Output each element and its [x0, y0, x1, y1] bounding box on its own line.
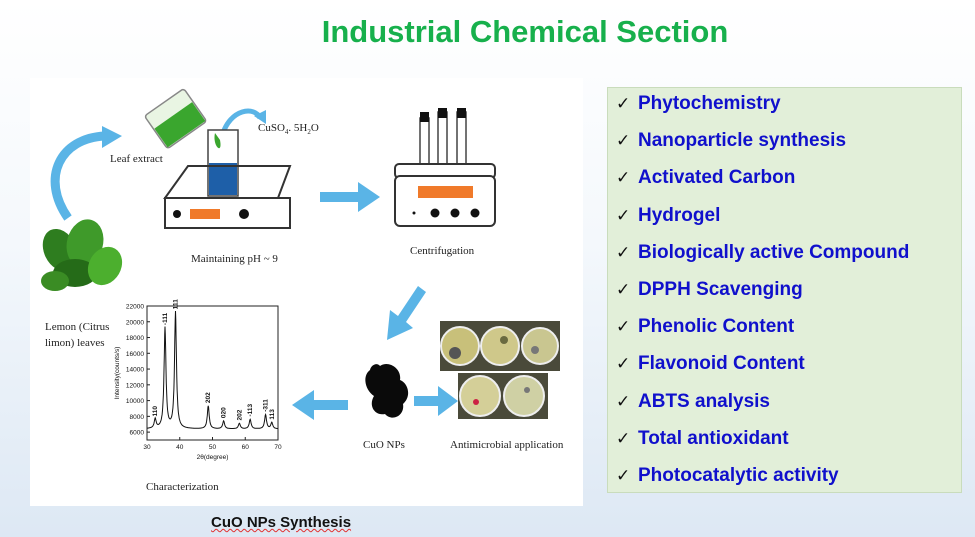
right-small-arrow-icon	[414, 386, 458, 416]
y-axis-label: Intensity(counts/s)	[114, 347, 121, 400]
list-item: ✓ Hydrogel	[616, 205, 961, 242]
leaf-extract-label: Leaf extract	[110, 153, 163, 165]
list-item-label: Activated Carbon	[638, 167, 796, 189]
x-tick-label: 50	[209, 444, 217, 451]
petri-dishes-icon	[440, 321, 560, 419]
list-item: ✓ DPPH Scavenging	[616, 279, 961, 316]
checkmark-icon: ✓	[616, 428, 631, 448]
synthesis-diagram: 6000 8000 10000 12000 14000 16000 18000 20000 22…	[30, 78, 583, 506]
down-left-arrow-icon	[387, 286, 426, 340]
y-tick-label: 12000	[126, 382, 144, 389]
diagram-canvas: 6000 8000 10000 12000 14000 16000 18000 20000 22…	[41, 88, 560, 461]
pouring-beaker-icon	[144, 88, 207, 149]
peak-label: 111	[172, 299, 179, 310]
list-item: ✓ Photocatalytic activity	[616, 465, 961, 502]
x-tick-label: 40	[176, 444, 184, 451]
x-tick-label: 60	[242, 444, 250, 451]
list-item-label: DPPH Scavenging	[638, 278, 803, 300]
y-tick-label: 18000	[126, 335, 144, 342]
y-tick-label: 20000	[126, 319, 144, 326]
leaves-label-line2: limon) leaves	[45, 337, 105, 349]
list-item-label: Flavonoid Content	[638, 353, 805, 375]
magnetic-stirrer-icon	[163, 129, 292, 229]
checkmark-icon: ✓	[616, 465, 631, 485]
reagent-label: CuSO4. 5H2O	[258, 122, 319, 137]
caption-text: CuO NPs Synthesis	[211, 514, 352, 531]
peak-label: 202	[205, 392, 212, 403]
xrd-spectrum-line	[146, 310, 278, 430]
x-tick-label: 30	[143, 444, 151, 451]
list-item-label: Biologically active Compound	[638, 241, 910, 263]
list-item-label: Total antioxidant	[638, 427, 789, 449]
list-item-label: Phytochemistry	[638, 93, 781, 114]
y-tick-label: 8000	[130, 414, 145, 421]
peak-label: 113	[269, 409, 276, 420]
list-item: ✓ Total antioxidant	[616, 428, 961, 465]
y-tick-label: 22000	[126, 304, 144, 311]
y-tick-label: 14000	[126, 367, 144, 374]
list-item-label: Phenolic Content	[638, 316, 795, 338]
xrd-chart: 6000 8000 10000 12000 14000 16000 18000 20000 22…	[114, 299, 282, 461]
centrifuge-icon	[394, 108, 496, 227]
centrifugation-label: Centrifugation	[410, 245, 475, 257]
checkmark-icon: ✓	[616, 205, 631, 225]
checkmark-icon: ✓	[616, 94, 631, 113]
y-tick-label: 6000	[130, 430, 145, 437]
list-item: ✓ Nanoparticle synthesis	[616, 130, 961, 167]
diagram-caption: CuO NPs Synthesis	[211, 514, 351, 531]
x-axis-label: 2θ(degree)	[197, 454, 229, 461]
list-item: ✓ ABTS analysis	[616, 391, 961, 428]
right-arrow-icon	[320, 182, 380, 212]
peak-label: 020	[221, 407, 228, 418]
y-tick-label: 10000	[126, 398, 144, 405]
left-arrow-icon	[292, 390, 348, 420]
peak-label: -111	[162, 312, 169, 325]
list-item: ✓ Biologically active Compound	[616, 242, 961, 279]
characterization-label: Characterization	[146, 481, 219, 493]
cuo-label: CuO NPs	[363, 439, 405, 451]
curved-arrow-icon	[50, 131, 106, 221]
list-item-label: ABTS analysis	[638, 390, 770, 412]
list-item-label: Nanoparticle synthesis	[638, 130, 847, 152]
antimicrobial-label: Antimicrobial application	[450, 439, 564, 451]
checkmark-icon: ✓	[616, 131, 631, 151]
checkmark-icon: ✓	[616, 279, 631, 299]
curved-arrow-head-icon	[102, 126, 122, 148]
plot-frame	[146, 305, 279, 441]
page-title: Industrial Chemical Section	[321, 14, 729, 49]
list-item: ✓ Phenolic Content	[616, 316, 961, 353]
y-tick-label: 16000	[126, 351, 144, 358]
research-areas-list: ✓ Phytochemistry ✓ Nanoparticle synthesis ✓ A…	[607, 87, 962, 493]
list-item: ✓ Activated Carbon	[616, 167, 961, 204]
peak-label: -311	[263, 399, 270, 412]
cuo-nanoparticle-icon	[365, 363, 409, 418]
peak-label: 202	[236, 409, 243, 420]
checkmark-icon: ✓	[616, 354, 631, 374]
checkmark-icon: ✓	[616, 317, 631, 337]
list-item-label: Photocatalytic activity	[638, 464, 839, 486]
lemon-leaves-icon	[41, 219, 123, 291]
leaves-label-line1: Lemon (Citrus	[45, 321, 110, 333]
checkmark-icon: ✓	[616, 168, 631, 188]
x-tick-label: 70	[274, 444, 282, 451]
peak-label: -113	[247, 403, 254, 416]
list-item: ✓ Phytochemistry	[616, 93, 961, 130]
list-item: ✓ Flavonoid Content	[616, 353, 961, 390]
checkmark-icon: ✓	[616, 391, 631, 411]
ph-label: Maintaining pH ~ 9	[191, 253, 278, 265]
list-item-label: Hydrogel	[638, 204, 721, 226]
peak-label: 110	[152, 406, 159, 417]
checkmark-icon: ✓	[616, 242, 631, 262]
